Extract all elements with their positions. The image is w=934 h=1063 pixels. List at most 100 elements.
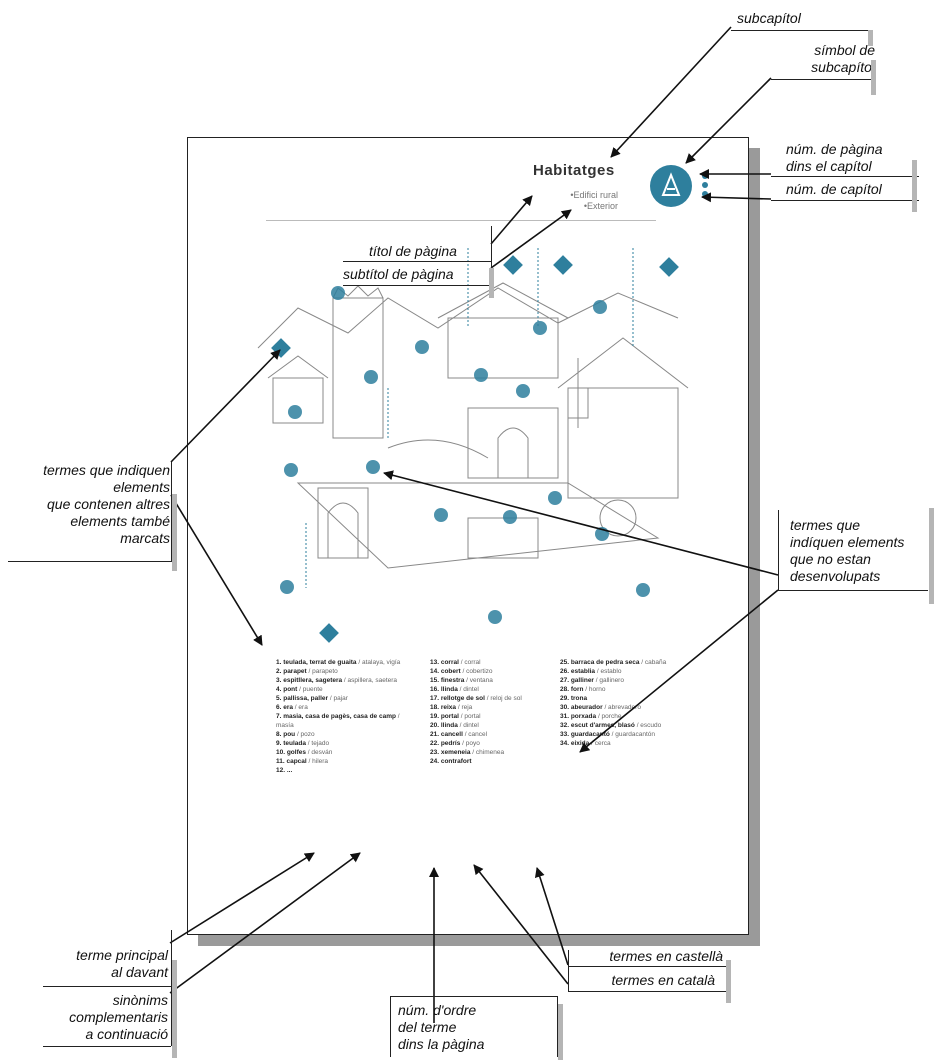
term-column-2: 13. corral / corral 14. cobert / cobertiz… [430, 658, 570, 766]
marker-circle [280, 580, 294, 594]
label-rule [343, 285, 491, 286]
term-entry: 26. establia / establo [560, 668, 622, 675]
term-entry: 30. abeurador / abrevadero [560, 704, 641, 711]
label-rule [171, 930, 172, 1046]
label-rule [43, 1046, 171, 1047]
term-entry: 34. eixida / cerca [560, 740, 611, 747]
label-rule [171, 462, 172, 561]
label-rule [771, 200, 919, 201]
term-entry: 20. llinda / dintel [430, 722, 479, 729]
sample-subtitle-line: •Edifici rural [570, 190, 618, 200]
term-entry: 12. ... [276, 767, 293, 774]
sample-subtitle-line: •Exterior [583, 201, 618, 211]
label-titol-pagina: títol de pàgina [369, 243, 457, 259]
marker-circle [366, 460, 380, 474]
term-entry: 8. pou / pozo [276, 731, 315, 738]
term-entry: 23. xemeneia / chimenea [430, 749, 505, 756]
marker-circle [415, 340, 429, 354]
term-entry: 2. parapet / parapeto [276, 668, 338, 675]
marker-circle [488, 610, 502, 624]
label-shadow [558, 1004, 563, 1060]
label-rule [778, 510, 779, 590]
marker-circle [503, 510, 517, 524]
label-rule [43, 986, 171, 987]
marker-circle [474, 368, 488, 382]
term-entry: 15. finestra / ventana [430, 677, 493, 684]
term-entry: 16. llinda / dintel [430, 686, 479, 693]
term-entry: 14. cobert / cobertizo [430, 668, 493, 675]
term-entry: 11. capcal / hilera [276, 758, 329, 765]
label-shadow [871, 60, 876, 95]
label-termes-catala: termes en català [611, 972, 716, 988]
term-entry: 18. reixa / reja [430, 704, 473, 711]
term-entry: 19. portal / portal [430, 713, 481, 720]
term-entry: 1. teulada, terrat de guaita / atalaya, … [276, 659, 401, 666]
label-rule [731, 30, 871, 31]
term-entry: 9. teulada / tejado [276, 740, 330, 747]
label-rule [8, 561, 172, 562]
label-rule [568, 991, 726, 992]
label-rule [557, 996, 558, 1057]
term-entry: 24. contrafort [430, 758, 472, 765]
label-shadow [868, 30, 873, 46]
term-entry: 17. rellotge de sol / reloj de sol [430, 695, 522, 702]
term-entry: 22. pedrís / poyo [430, 740, 480, 747]
term-column-3: 25. barraca de pedra seca / cabaña 26. es… [560, 658, 700, 748]
marker-circle [288, 405, 302, 419]
label-shadow [172, 960, 177, 1058]
label-termes-contenen: termes que indiquen elements que contene… [43, 462, 170, 546]
term-entry: 4. pont / puente [276, 686, 323, 693]
label-termes-castella: termes en castellà [609, 948, 723, 964]
term-entry: 6. era / era [276, 704, 308, 711]
marker-circle [516, 384, 530, 398]
label-subcapitol: subcapítol [737, 10, 801, 26]
label-rule [771, 176, 919, 177]
label-rule [568, 966, 726, 967]
subchapter-symbol-icon [650, 165, 692, 207]
term-entry: 13. corral / corral [430, 659, 481, 666]
term-entry: 31. porxada / porche [560, 713, 622, 720]
label-termes-no-desenv: termes que indíquen elements que no esta… [790, 517, 905, 584]
label-rule [390, 996, 558, 997]
label-rule [568, 950, 569, 991]
term-entry: 5. pallissa, paller / pajar [276, 695, 348, 702]
sample-page-title: Habitatges [533, 162, 615, 179]
label-rule [778, 590, 928, 591]
label-shadow [172, 494, 177, 571]
term-entry: 7. masia, casa de pagès, casa de camp / … [276, 713, 400, 729]
term-entry: 25. barraca de pedra seca / cabaña [560, 659, 667, 666]
label-num-capitol: núm. de capítol [786, 181, 882, 197]
term-column-1: 1. teulada, terrat de guaita / atalaya, … [276, 658, 416, 775]
label-subtitol-pagina: subtítol de pàgina [343, 266, 454, 282]
sample-page: Habitatges •Edifici rural •Exterior [187, 137, 749, 935]
label-rule [771, 79, 874, 80]
label-shadow [912, 160, 917, 212]
term-entry: 3. espitllera, sagetera / aspillera, sae… [276, 677, 398, 684]
term-entry: 10. golfes / desván [276, 749, 333, 756]
label-rule [390, 996, 391, 1057]
sample-page-subtitle: •Edifici rural •Exterior [528, 190, 618, 212]
term-entry: 28. forn / horno [560, 686, 606, 693]
marker-circle [284, 463, 298, 477]
marker-circle [331, 286, 345, 300]
label-shadow [929, 508, 934, 604]
marker-circle [364, 370, 378, 384]
illustration [257, 248, 689, 588]
term-entry: 33. guardacantó / guardacantón [560, 731, 656, 738]
term-entry: 32. escut d'armes, blasó / escudo [560, 722, 662, 729]
divider [266, 220, 656, 221]
label-shadow [726, 960, 731, 1003]
label-rule [491, 226, 492, 285]
term-entry: 29. trona [560, 695, 588, 702]
label-rule [343, 261, 491, 262]
marker-circle [533, 321, 547, 335]
term-entry: 27. galliner / gallinero [560, 677, 624, 684]
marker-circle [548, 491, 562, 505]
marker-circle [434, 508, 448, 522]
